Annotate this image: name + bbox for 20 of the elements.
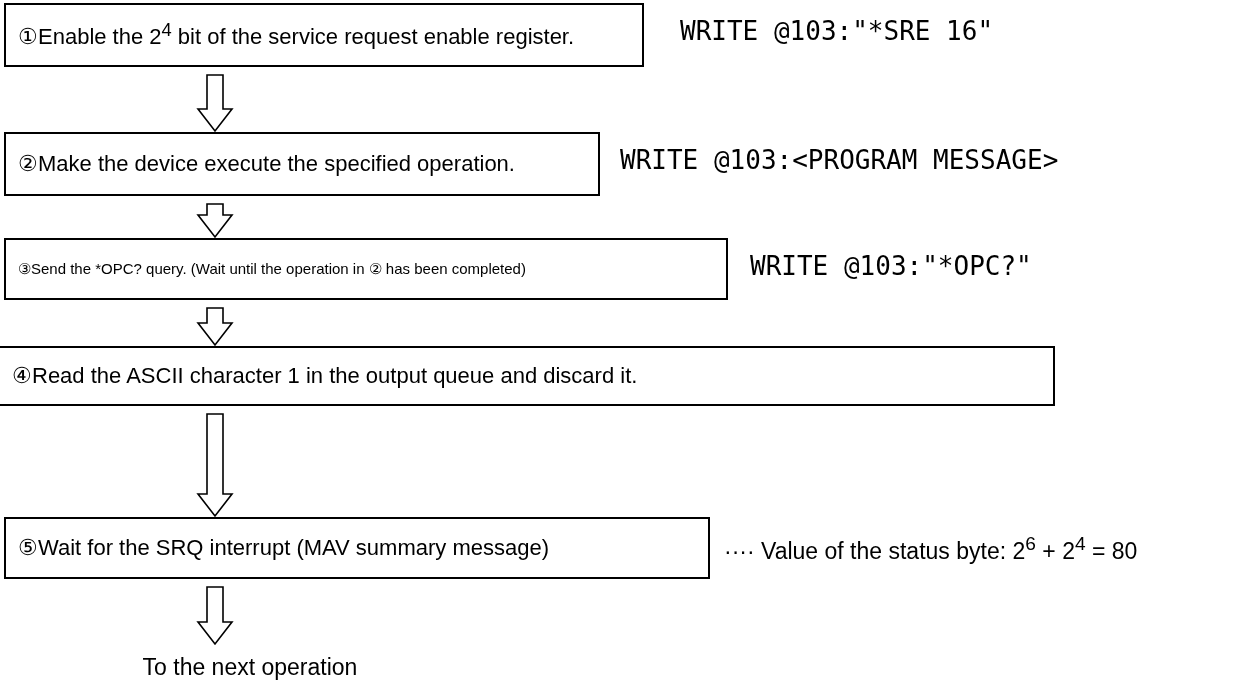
block-arrow	[196, 413, 234, 518]
step-text: ④Read the ASCII character 1 in the output queue and discard it.	[12, 363, 638, 389]
process-box	[4, 132, 600, 196]
process-box	[4, 3, 644, 67]
note-text: ···· Value of the status byte: 2$^{6}$ + 2$^{4}$ = 80	[724, 533, 1138, 565]
command-text: WRITE @103:<PROGRAM MESSAGE>	[620, 145, 1059, 175]
end-text: To the next operation	[142, 653, 358, 681]
command-text: WRITE @103:"*SRE 16"	[680, 16, 994, 46]
step-text: ①Enable the 2$^{4}$ bit of the service request enable register.	[18, 19, 575, 51]
command-text: WRITE @103:"*OPC?"	[750, 251, 1032, 281]
step-text: ②Make the device execute the specified operation.	[18, 151, 515, 177]
block-arrow	[196, 586, 234, 646]
block-arrow	[196, 74, 234, 133]
process-box	[0, 346, 1055, 406]
block-arrow	[196, 203, 234, 239]
block-arrow	[196, 307, 234, 347]
process-box	[4, 238, 728, 300]
step-text: ⑤Wait for the SRQ interrupt (MAV summary message)	[18, 535, 550, 561]
process-box	[4, 517, 710, 579]
step-text: ③Send the *OPC? query. (Wait until the operation in ② has been completed)	[18, 260, 526, 278]
